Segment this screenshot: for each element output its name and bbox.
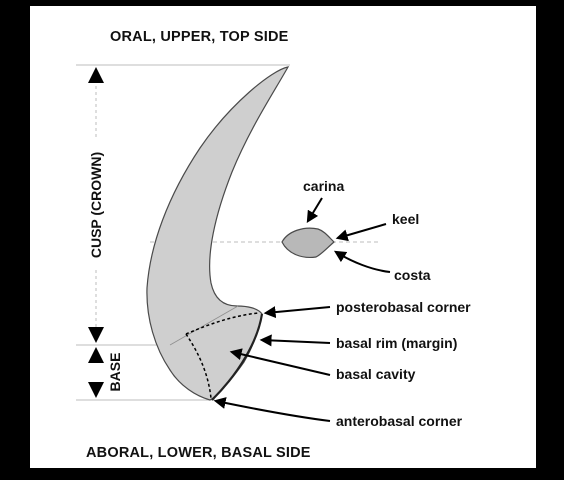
posterobasal-corner-arrow xyxy=(263,306,331,319)
anterobasal-corner-arrow xyxy=(213,397,331,422)
basal-cavity-arrow xyxy=(229,348,331,376)
basal-cavity-label: basal cavity xyxy=(336,366,416,382)
cross-section-shape xyxy=(281,227,335,259)
keel-label: keel xyxy=(392,211,419,227)
costa-arrow xyxy=(333,250,391,273)
annotation-arrows xyxy=(213,197,391,422)
cross-section xyxy=(281,227,335,259)
carina-arrow xyxy=(306,197,323,224)
basal-rim-dotted-lower xyxy=(185,333,212,399)
conodont-element xyxy=(146,66,290,401)
top-side-label: ORAL, UPPER, TOP SIDE xyxy=(110,29,289,45)
cusp-down-arrow-icon xyxy=(88,327,104,343)
bottom-side-label: ABORAL, LOWER, BASAL SIDE xyxy=(86,445,311,461)
carina-label: carina xyxy=(303,178,344,194)
diagram-panel xyxy=(30,6,536,468)
base-label: BASE xyxy=(107,353,123,392)
keel-arrow xyxy=(335,223,387,242)
basal-rim-arrow xyxy=(259,334,331,347)
base-up-arrow-icon xyxy=(88,347,104,363)
basal-face-edge xyxy=(169,305,239,346)
costa-label: costa xyxy=(394,267,431,283)
anterobasal-corner-label: anterobasal corner xyxy=(336,413,463,429)
basal-rim-dotted-upper xyxy=(185,312,259,335)
cusp-label: CUSP (CROWN) xyxy=(88,152,104,258)
cusp-up-arrow-icon xyxy=(88,67,104,83)
basal-rim-label: basal rim (margin) xyxy=(336,335,457,351)
base-dimension: BASE xyxy=(88,347,123,398)
base-down-arrow-icon xyxy=(88,382,104,398)
posterobasal-corner-label: posterobasal corner xyxy=(336,299,471,315)
cusp-dimension: CUSP (CROWN) xyxy=(88,67,104,343)
